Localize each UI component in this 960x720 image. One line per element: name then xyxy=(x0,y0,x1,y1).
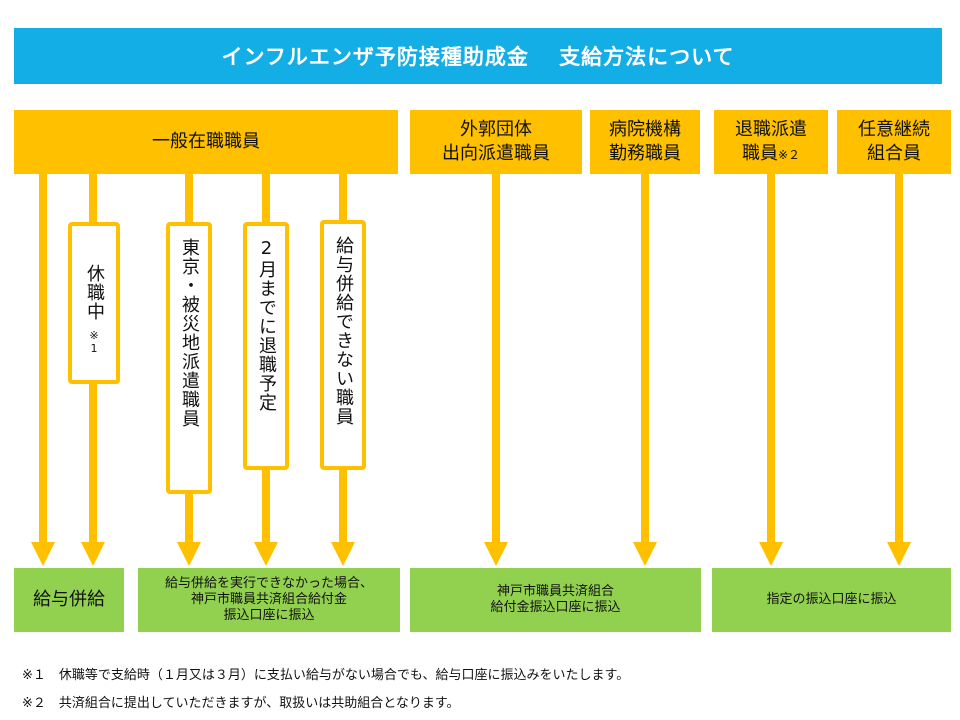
box-no-salary-label: 給与併給できない職員 xyxy=(333,236,354,426)
box-on-leave: 休職中 ※1 xyxy=(68,222,120,384)
result-kobe-line2: 給付金振込口座に振込 xyxy=(490,600,621,615)
header-general-staff: 一般在職職員 xyxy=(14,110,398,174)
arrow-shaft-voluntary xyxy=(895,174,903,542)
result-mutual-line1: 給与併給を実行できなかった場合、 xyxy=(164,576,373,591)
header-general-staff-label: 一般在職職員 xyxy=(152,131,260,152)
box-no-salary-combined: 給与併給できない職員 xyxy=(320,220,366,470)
result-mutual-aid-fallback: 給与併給を実行できなかった場合、 神戸市職員共済組合給付金 振込口座に振込 xyxy=(138,568,400,632)
header-voluntary-line1: 任意継続 xyxy=(858,119,930,140)
arrow-head-hospital xyxy=(633,542,657,566)
result-mutual-line3: 振込口座に振込 xyxy=(223,608,315,623)
arrow-head-retired xyxy=(759,542,783,566)
box-retire-feb-label: 2月までに退職予定 xyxy=(256,238,277,412)
arrow-shaft-general-1 xyxy=(39,174,47,542)
arrow-head-general-1 xyxy=(31,542,55,566)
arrow-head-leave xyxy=(81,542,105,566)
header-hospital-line2: 勤務職員 xyxy=(609,143,681,164)
header-retired-note: ※２ xyxy=(777,147,801,162)
arrow-head-tokyo xyxy=(177,542,201,566)
result-kobe-mutual-aid: 神戸市職員共済組合 給付金振込口座に振込 xyxy=(410,568,701,632)
arrow-head-voluntary xyxy=(887,542,911,566)
box-on-leave-note: ※1 xyxy=(87,328,101,355)
result-salary-combined: 給与併給 xyxy=(14,568,124,632)
header-external-staff: 外郭団体 出向派遣職員 xyxy=(410,110,582,174)
result-salary-label: 給与併給 xyxy=(33,589,105,610)
result-mutual-line2: 神戸市職員共済組合給付金 xyxy=(190,592,347,607)
arrow-shaft-hospital xyxy=(641,174,649,542)
header-hospital-staff: 病院機構 勤務職員 xyxy=(590,110,700,174)
header-voluntary-line2: 組合員 xyxy=(867,143,921,164)
footnote-1: ※１ 休職等で支給時（１月又は３月）に支払い給与がない場合でも、給与口座に振込み… xyxy=(22,668,630,683)
header-voluntary-member: 任意継続 組合員 xyxy=(837,110,951,174)
header-retired-staff: 退職派遣 職員※２ xyxy=(714,110,828,174)
footnote-2: ※２ 共済組合に提出していただきますが、取扱いは共助組合となります。 xyxy=(22,696,460,711)
arrow-shaft-retired xyxy=(767,174,775,542)
header-external-line2: 出向派遣職員 xyxy=(442,143,550,164)
box-tokyo-label: 東京・被災地派遣職員 xyxy=(179,238,200,428)
result-kobe-line1: 神戸市職員共済組合 xyxy=(496,584,614,599)
arrow-shaft-external xyxy=(492,174,500,542)
header-external-line1: 外郭団体 xyxy=(460,119,532,140)
box-retire-by-feb: 2月までに退職予定 xyxy=(243,222,289,470)
result-designated-account: 指定の振込口座に振込 xyxy=(712,568,951,632)
arrow-head-no-salary xyxy=(331,542,355,566)
page-title: インフルエンザ予防接種助成金 支給方法について xyxy=(14,28,942,84)
arrow-head-external xyxy=(484,542,508,566)
header-retired-line1: 退職派遣 xyxy=(735,118,807,140)
box-on-leave-label: 休職中 xyxy=(84,263,105,321)
arrow-head-retire-feb xyxy=(254,542,278,566)
box-tokyo-disaster-dispatch: 東京・被災地派遣職員 xyxy=(166,222,212,494)
header-hospital-line1: 病院機構 xyxy=(609,119,681,140)
result-designated-label: 指定の振込口座に振込 xyxy=(766,592,897,607)
header-retired-line2: 職員 xyxy=(741,142,778,164)
